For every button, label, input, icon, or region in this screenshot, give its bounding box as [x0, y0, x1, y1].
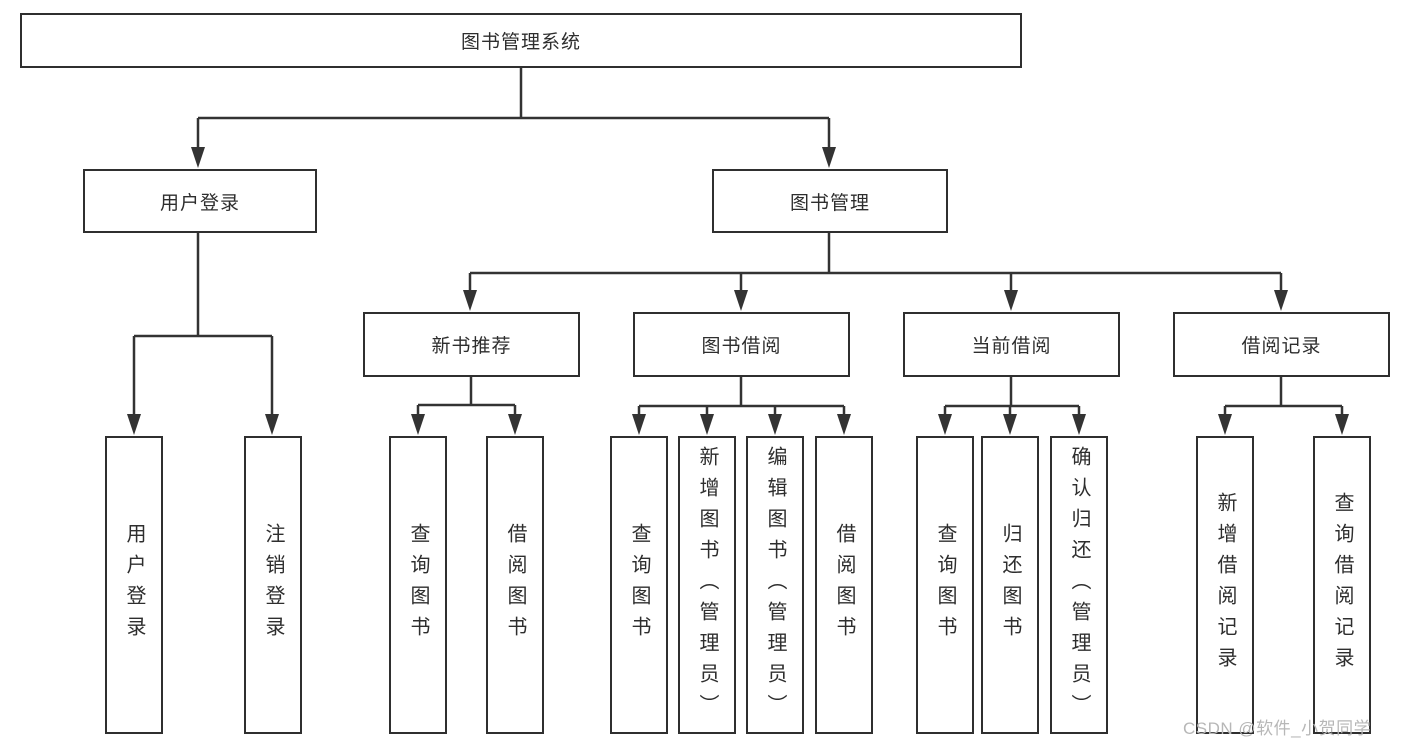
leaf-label: 编辑图书（管理员）	[764, 445, 786, 725]
leaf-user-login: 用户登录	[105, 436, 163, 734]
leaf-label: 查询图书	[934, 523, 956, 647]
leaf-label: 借阅图书	[504, 523, 526, 647]
leaf-current-query-books: 查询图书	[916, 436, 974, 734]
leaf-current-return-books: 归还图书	[981, 436, 1039, 734]
node-current-borrowing: 当前借阅	[903, 312, 1120, 377]
leaf-label: 借阅图书	[833, 523, 855, 647]
leaf-records-add-record: 新增借阅记录	[1196, 436, 1254, 734]
leaf-recommend-borrow-books: 借阅图书	[486, 436, 544, 734]
node-library-management-system: 图书管理系统	[20, 13, 1022, 68]
leaf-borrowing-borrow-books: 借阅图书	[815, 436, 873, 734]
leaf-label: 查询图书	[628, 523, 650, 647]
node-book-borrowing: 图书借阅	[633, 312, 850, 377]
leaf-records-query-record: 查询借阅记录	[1313, 436, 1371, 734]
node-label: 图书管理系统	[460, 32, 581, 53]
leaf-label: 用户登录	[123, 523, 145, 647]
node-label: 用户登录	[159, 192, 240, 214]
node-borrowing-records: 借阅记录	[1173, 312, 1390, 377]
leaf-label: 新增图书（管理员）	[696, 445, 718, 725]
node-label: 当前借阅	[971, 336, 1052, 357]
leaf-label: 查询借阅记录	[1331, 492, 1353, 678]
node-label: 图书借阅	[701, 336, 782, 357]
node-book-management: 图书管理	[712, 169, 948, 233]
node-label: 借阅记录	[1241, 336, 1322, 357]
leaf-label: 新增借阅记录	[1214, 492, 1236, 678]
leaf-borrowing-edit-books: 编辑图书（管理员）	[746, 436, 804, 734]
node-new-book-recommend: 新书推荐	[363, 312, 580, 377]
node-label: 新书推荐	[431, 336, 512, 357]
leaf-recommend-query-books: 查询图书	[389, 436, 447, 734]
leaf-label: 确认归还（管理员）	[1068, 445, 1090, 725]
leaf-label: 归还图书	[999, 523, 1021, 647]
node-user-login: 用户登录	[83, 169, 317, 233]
leaf-logout: 注销登录	[244, 436, 302, 734]
csdn-watermark: CSDN @软件_小贺同学	[1183, 719, 1372, 738]
connector-lines	[132, 68, 1344, 418]
leaf-label: 注销登录	[262, 523, 284, 647]
leaf-label: 查询图书	[407, 523, 429, 647]
arrowhead-icons	[127, 147, 1349, 435]
leaf-borrowing-query-books: 查询图书	[610, 436, 668, 734]
leaf-current-confirm-return: 确认归还（管理员）	[1050, 436, 1108, 734]
node-label: 图书管理	[789, 192, 870, 214]
leaf-borrowing-add-books: 新增图书（管理员）	[678, 436, 736, 734]
